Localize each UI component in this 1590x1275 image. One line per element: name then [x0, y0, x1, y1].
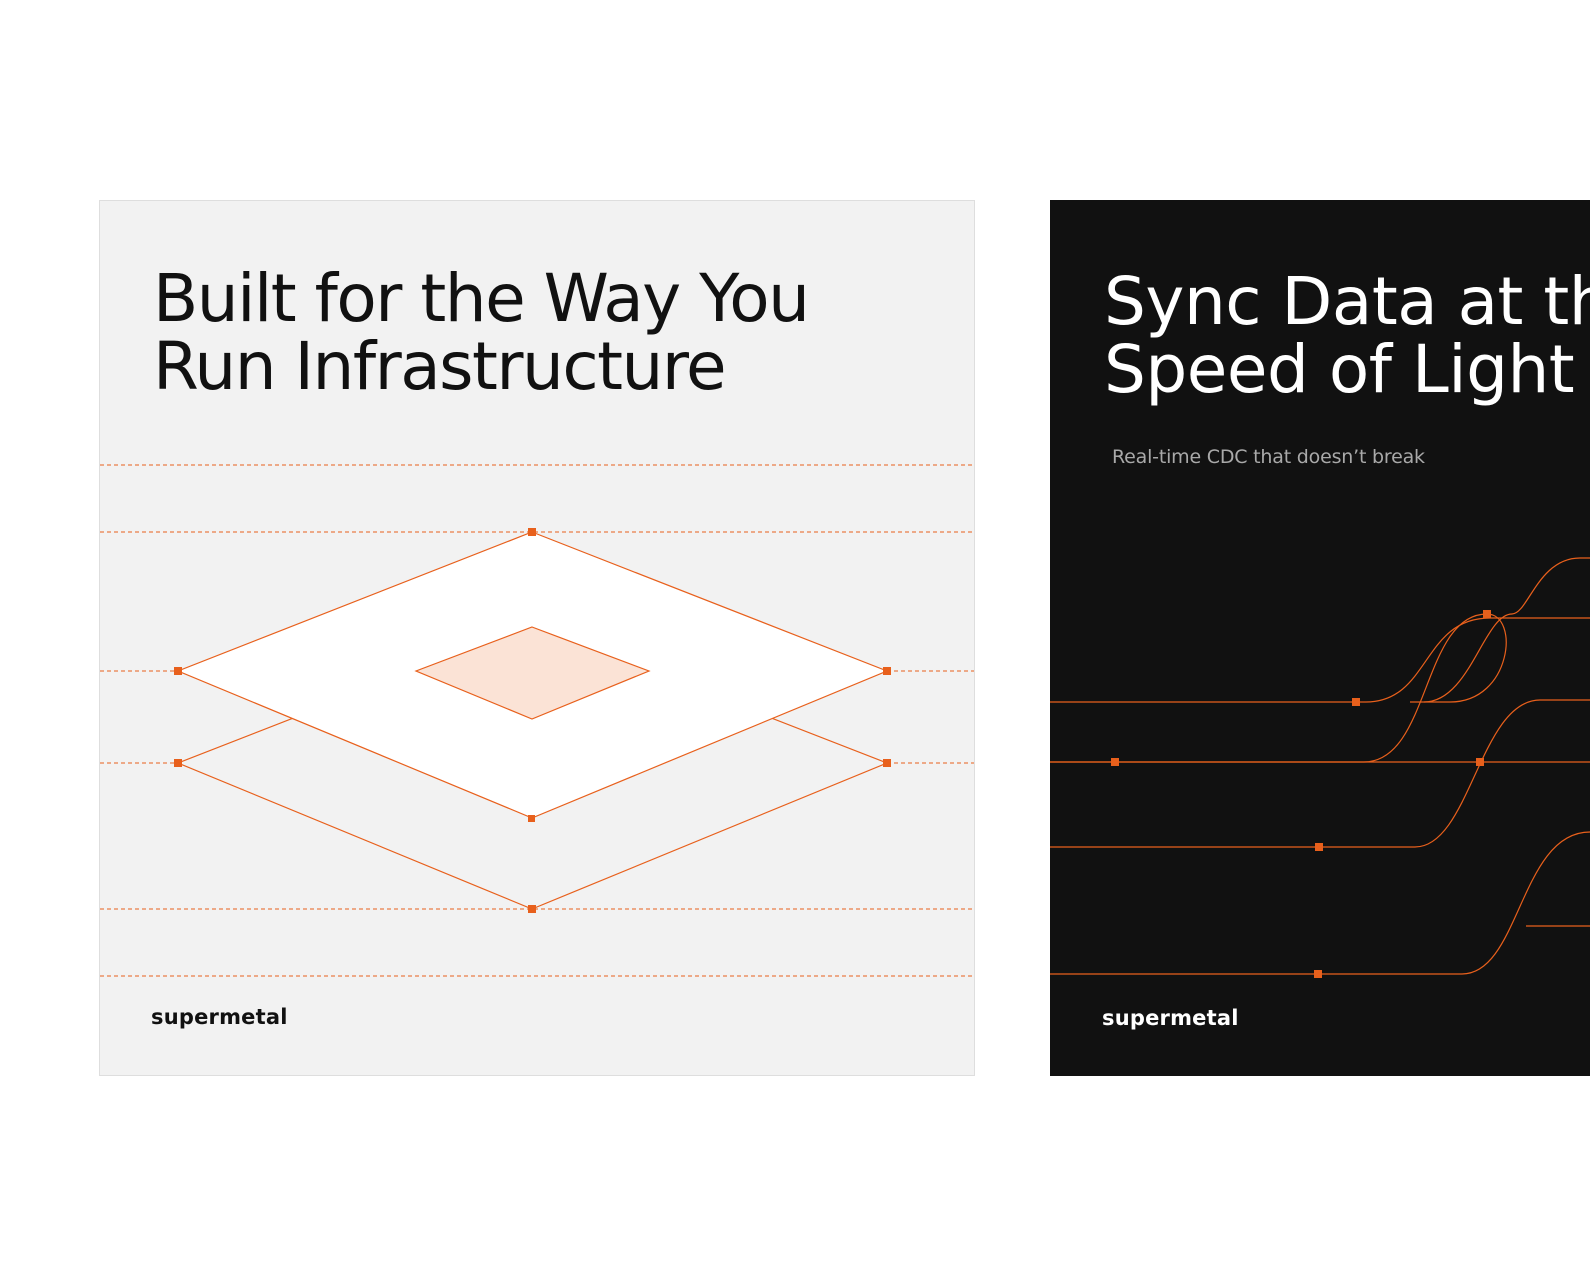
headline-line-1: Sync Data at the: [1104, 263, 1590, 340]
vertex-marker: [174, 759, 182, 767]
stacked-layers-illustration: [100, 464, 974, 977]
card-sync-data: Sync Data at the Speed of Light Real-tim…: [1050, 200, 1590, 1076]
brand-wordmark: supermetal: [151, 1005, 288, 1029]
data-streams-illustration: [1050, 557, 1590, 978]
stream-line: [1050, 699, 1590, 848]
card-subtitle: Real-time CDC that doesn’t break: [1112, 446, 1425, 468]
brand-wordmark: supermetal: [1102, 1006, 1239, 1030]
stream-marker: [1476, 758, 1484, 766]
card-headline: Built for the Way You Run Infrastructure: [153, 260, 810, 405]
card-headline: Sync Data at the Speed of Light: [1104, 268, 1590, 404]
vertex-marker: [883, 667, 891, 675]
guide-lines: [100, 464, 974, 977]
center-tile: [414, 626, 651, 720]
headline-line-2: Speed of Light: [1104, 331, 1575, 408]
stream-line: [1423, 557, 1590, 703]
vertex-markers: [174, 528, 891, 913]
stream-marker: [1111, 758, 1119, 766]
stream-lines: [1050, 557, 1590, 975]
headline-line-2: Run Infrastructure: [153, 328, 727, 405]
vertex-marker: [528, 528, 536, 536]
vertex-marker: [174, 667, 182, 675]
stream-marker: [1314, 970, 1322, 978]
stream-marker: [1315, 843, 1323, 851]
vertex-marker: [528, 905, 536, 913]
stream-line: [1050, 831, 1590, 975]
vertex-marker: [528, 815, 535, 822]
stream-marker: [1352, 698, 1360, 706]
stream-line: [1050, 613, 1507, 763]
stream-line: [1050, 617, 1590, 703]
headline-line-1: Built for the Way You: [153, 260, 810, 337]
stream-markers: [1111, 610, 1491, 978]
stream-marker: [1483, 610, 1491, 618]
vertex-marker: [883, 759, 891, 767]
card-infrastructure: Built for the Way You Run Infrastructure…: [99, 200, 975, 1076]
